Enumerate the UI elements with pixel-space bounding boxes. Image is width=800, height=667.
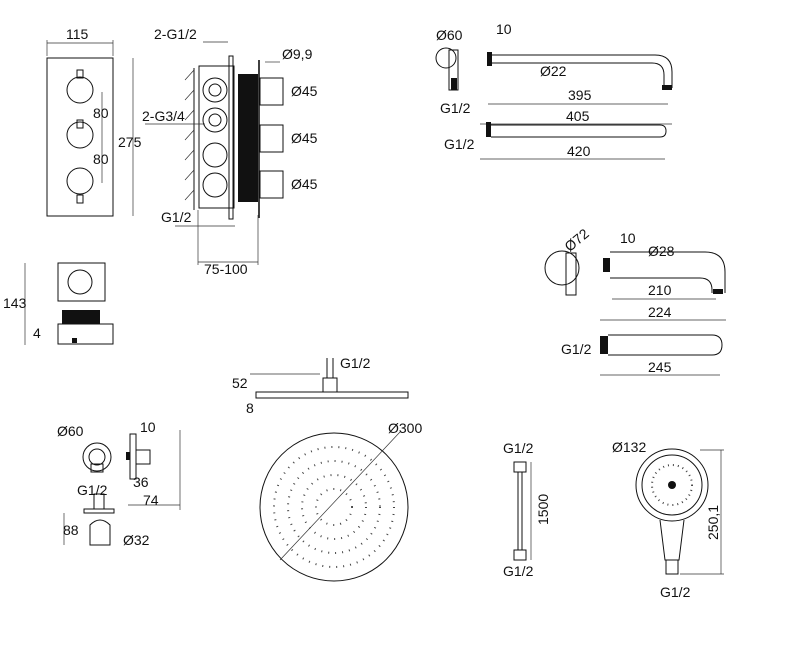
mounting-box: 143 4	[3, 262, 114, 345]
valve-front-view: 115 80 80 275	[46, 26, 142, 217]
dim-hose-top: G1/2	[503, 440, 534, 456]
dim-hand-thread: G1/2	[660, 584, 691, 600]
dim-knob: Ø45	[291, 130, 318, 146]
hand-shower: Ø132 250,1 G1/2	[612, 439, 724, 600]
dim-holder-36: 36	[133, 474, 149, 490]
dim-holder-dia: Ø32	[123, 532, 150, 548]
dim-hose-length: 1500	[535, 494, 551, 525]
dim-spacing: 80	[93, 105, 109, 121]
dim-hose-bottom: G1/2	[503, 563, 534, 579]
dim-arm-thread: G1/2	[440, 100, 471, 116]
dim-holder-thick: 10	[140, 419, 156, 435]
dim-spout-thick: 10	[620, 230, 636, 246]
dim-holder-88: 88	[63, 522, 79, 538]
dim-arm-len: 420	[567, 143, 591, 159]
dim-bottom: G1/2	[161, 209, 192, 225]
dim-pin: Ø9,9	[282, 46, 313, 62]
dim-knob: Ø45	[291, 83, 318, 99]
dim-arm-thread: G1/2	[444, 136, 475, 152]
shower-hose: G1/2 1500 G1/2	[503, 440, 551, 579]
dim-head-thread: G1/2	[340, 355, 371, 371]
dim-inlets: 2-G1/2	[154, 26, 197, 42]
dim-depth: 75-100	[204, 261, 248, 277]
dim-spout-len: 245	[648, 359, 672, 375]
dim-knob: Ø45	[291, 176, 318, 192]
bath-spout: Ø72 10 Ø28 210 224 G1/2 245	[544, 225, 726, 376]
dim-holder-74: 74	[143, 492, 159, 508]
dim-arm-len: 405	[566, 108, 590, 124]
dim-width: 115	[66, 26, 89, 42]
dim-spout-len: 210	[648, 282, 672, 298]
dim-arm-tube: Ø22	[540, 63, 567, 79]
dim-hand-length: 250,1	[705, 505, 721, 540]
dim-head-height: 52	[232, 375, 248, 391]
dim-spout-flange: Ø72	[561, 225, 592, 254]
dim-box-height: 143	[3, 295, 27, 311]
dim-arm-thick: 10	[496, 21, 512, 37]
dim-arm-flange: Ø60	[436, 27, 463, 43]
dim-spacing: 80	[93, 151, 109, 167]
hand-shower-holder: Ø60 10 G1/2 36 74 88 Ø32	[57, 419, 181, 548]
dim-head-thick: 8	[246, 400, 254, 416]
rain-shower-head: G1/2 52 8 Ø300	[232, 355, 422, 582]
valve-side-view: 2-G1/2 Ø9,9 2-G3/4 Ø45 Ø45 Ø45 G1/2 75-1…	[142, 26, 318, 277]
dim-outlets: 2-G3/4	[142, 108, 185, 124]
dim-holder-thread: G1/2	[77, 482, 108, 498]
dim-spout-len: 224	[648, 304, 672, 320]
dim-arm-len: 395	[568, 87, 592, 103]
shower-arm: Ø60 10 Ø22 G1/2 395 405 G1/2 420	[435, 21, 673, 160]
dim-head-dia: Ø300	[388, 420, 422, 436]
dim-spout-thread: G1/2	[561, 341, 592, 357]
dim-spout-tube: Ø28	[648, 243, 675, 259]
dim-hand-dia: Ø132	[612, 439, 646, 455]
dim-holder-flange: Ø60	[57, 423, 84, 439]
dim-height: 275	[118, 134, 142, 150]
dim-box-offset: 4	[33, 325, 41, 341]
